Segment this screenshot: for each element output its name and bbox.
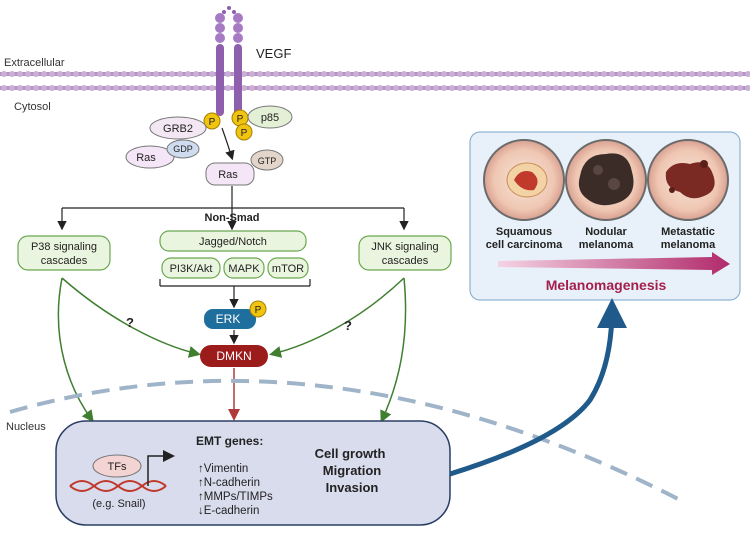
extracellular-label: Extracellular <box>4 57 65 69</box>
ras-gdp-node: Ras GDP <box>125 139 200 169</box>
ras-activation-arrow <box>221 127 235 161</box>
transcription-arrow <box>147 450 175 486</box>
tfs-node: TFs <box>92 454 142 478</box>
non-smad-label: Non-Smad <box>205 212 260 224</box>
mtor-node: mTOR <box>267 257 309 279</box>
svg-text:GDP: GDP <box>173 144 193 154</box>
metastatic-lesion-image <box>647 139 729 221</box>
pi3k-akt-node: PI3K/Akt <box>161 257 221 279</box>
tfs-example: (e.g. Snail) <box>92 498 145 510</box>
jnk-to-nucleus-arrow <box>380 277 407 423</box>
outcome-invasion: Invasion <box>326 480 379 495</box>
p38-to-nucleus-arrow <box>57 277 94 423</box>
cell-membrane <box>0 71 750 91</box>
svg-text:DMKN: DMKN <box>216 349 251 363</box>
p85-node: p85 <box>247 105 293 129</box>
svg-text:cascades: cascades <box>382 255 429 267</box>
svg-text:Ras: Ras <box>136 152 156 164</box>
svg-text:cascades: cascades <box>41 255 88 267</box>
vegf-label: VEGF <box>256 46 291 61</box>
svg-text:JNK signaling: JNK signaling <box>371 241 438 253</box>
erk-node: ERK P <box>204 300 267 329</box>
stage-label: melanoma <box>661 239 716 251</box>
svg-text:P: P <box>237 114 244 125</box>
emt-gene: ↑MMPs/TIMPs <box>198 491 273 503</box>
svg-text:GRB2: GRB2 <box>163 123 193 135</box>
stage-label: cell carcinoma <box>486 239 563 251</box>
outcome-migration: Migration <box>323 463 382 478</box>
dna-helix <box>69 480 167 492</box>
progression-arrow <box>498 252 730 275</box>
grb2-node: GRB2 <box>149 116 207 140</box>
mapk-node: MAPK <box>223 257 265 279</box>
emt-gene: ↑N-cadherin <box>198 477 260 489</box>
svg-text:ERK: ERK <box>216 312 241 326</box>
branch-connectors <box>57 186 409 231</box>
melanomagenesis-title: Melanomagenesis <box>546 277 667 293</box>
nucleus-label: Nucleus <box>6 421 46 433</box>
phospho-group-right: P <box>231 109 249 127</box>
phospho-group-lower: P <box>235 123 253 141</box>
svg-text:GTP: GTP <box>258 156 277 166</box>
stage-label: Nodular <box>585 226 627 238</box>
stage-label: Squamous <box>496 226 552 238</box>
ras-gtp-node: Ras GTP <box>205 149 284 186</box>
stage-label: melanoma <box>579 239 634 251</box>
stage-label: Metastatic <box>661 226 715 238</box>
nucleus-to-panel-arrow <box>449 298 627 477</box>
squamous-lesion-image <box>483 139 565 221</box>
dmkn-node: DMKN <box>200 345 268 367</box>
svg-text:Jagged/Notch: Jagged/Notch <box>199 236 267 248</box>
vegf-receptor <box>215 6 243 116</box>
svg-text:TFs: TFs <box>108 461 127 473</box>
middle-bracket <box>159 279 311 309</box>
p38-node: P38 signaling cascades <box>17 235 111 271</box>
cytosol-label: Cytosol <box>14 101 51 113</box>
svg-text:p85: p85 <box>261 112 279 124</box>
p38-to-dmkn-arrow <box>61 277 201 358</box>
emt-title: EMT genes: <box>196 434 263 448</box>
jnk-node: JNK signaling cascades <box>358 235 452 271</box>
svg-text:P: P <box>255 305 262 316</box>
question-right: ? <box>344 318 352 333</box>
svg-text:P: P <box>209 117 216 128</box>
nuclear-envelope <box>9 378 681 502</box>
svg-text:P38 signaling: P38 signaling <box>31 241 97 253</box>
svg-text:mTOR: mTOR <box>272 263 304 275</box>
question-left: ? <box>126 315 134 330</box>
svg-text:MAPK: MAPK <box>228 263 260 275</box>
outcome-cell-growth: Cell growth <box>315 446 386 461</box>
svg-text:Ras: Ras <box>218 169 238 181</box>
emt-gene: ↑Vimentin <box>198 463 248 475</box>
svg-text:P: P <box>241 128 248 139</box>
phospho-group-left: P <box>203 112 221 130</box>
emt-gene: ↓E-cadherin <box>198 505 259 517</box>
svg-text:PI3K/Akt: PI3K/Akt <box>170 263 213 275</box>
jagged-notch-node: Jagged/Notch <box>159 230 307 252</box>
jnk-to-dmkn-arrow <box>269 277 405 358</box>
nodular-lesion-image <box>565 139 647 221</box>
